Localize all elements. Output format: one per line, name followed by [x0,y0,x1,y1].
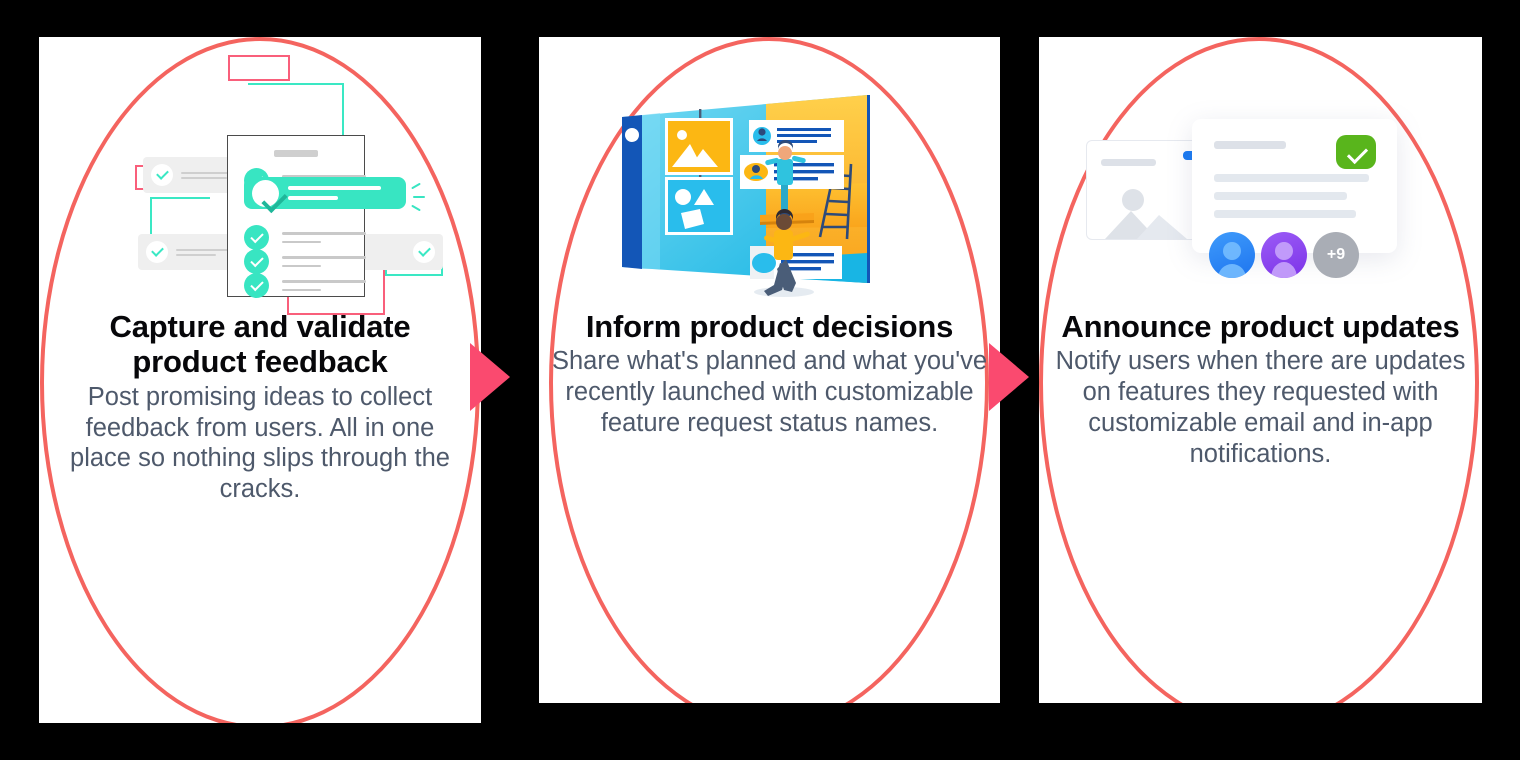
step-card-inform-decisions[interactable]: Inform product decisions Share what's pl… [539,37,1000,703]
check-circle-icon [244,225,269,250]
spark-line [413,196,425,198]
placeholder-title-bar [1101,159,1156,166]
card-description: Post promising ideas to collect feedback… [70,382,450,504]
avatar-user-1 [1209,232,1255,278]
chip-lines [176,246,413,259]
image-placeholder-icon [1105,189,1187,239]
card-description: Share what's planned and what you've rec… [551,347,988,438]
card-text-body: Capture and validate product feedback Po… [39,309,481,505]
avatar-user-2 [1261,232,1307,278]
placeholder-image-card [1086,140,1213,240]
card-title: Capture and validate product feedback [109,309,411,380]
card-heading-bar [1214,141,1286,149]
check-icon [413,241,435,263]
check-circle-icon [244,273,269,298]
blue-status-dot [1183,151,1197,160]
roadmap-board-illustration [614,87,934,317]
card-text-body: Announce product updates Notify users wh… [1039,309,1482,470]
check-circle-icon [244,249,269,274]
step-card-capture-validate[interactable]: Capture and validate product feedback Po… [39,37,481,723]
card-text-bar [1214,192,1347,200]
row-lines [282,250,366,273]
card-title: Announce product updates [1061,309,1460,344]
card-text-bar [1214,210,1356,218]
chip-lines [181,169,268,182]
spark-line [411,204,421,212]
next-step-arrow-1 [470,343,510,411]
row-lines [282,274,366,297]
check-icon [151,164,173,186]
notification-card [1192,119,1397,253]
row-lines [282,226,366,249]
document-sheet [227,135,366,298]
check-circle-icon-highlight [252,179,279,207]
notification-card-illustration: +9 [1064,97,1464,307]
spark-line [411,182,421,190]
avatar-female-icon [1271,242,1297,278]
approved-check-badge [1336,135,1376,169]
avatar-overflow-count: +9 [1313,232,1359,278]
highlight-lines [288,180,381,206]
checklist-row [244,249,366,274]
document-title-bar [274,150,318,157]
step-card-announce-updates[interactable]: +9 Announce product updates Notify users… [1039,37,1482,703]
person-walking [754,209,814,297]
checklist-illustration [39,37,481,315]
avatar-male-icon [1218,242,1246,278]
card-description: Notify users when there are updates on f… [1055,347,1466,468]
next-step-arrow-2 [989,343,1029,411]
card-title: Inform product decisions [585,309,954,344]
outline-box-pink-top [228,55,290,81]
check-icon [146,241,168,263]
avatar-overflow-label: +9 [1326,246,1346,263]
checklist-row [244,225,366,250]
highlighted-checklist-row [244,177,406,209]
board-svg [622,95,870,297]
checklist-row [244,273,366,298]
card-text-body: Inform product decisions Share what's pl… [539,309,1000,439]
card-text-bar [1214,174,1369,182]
